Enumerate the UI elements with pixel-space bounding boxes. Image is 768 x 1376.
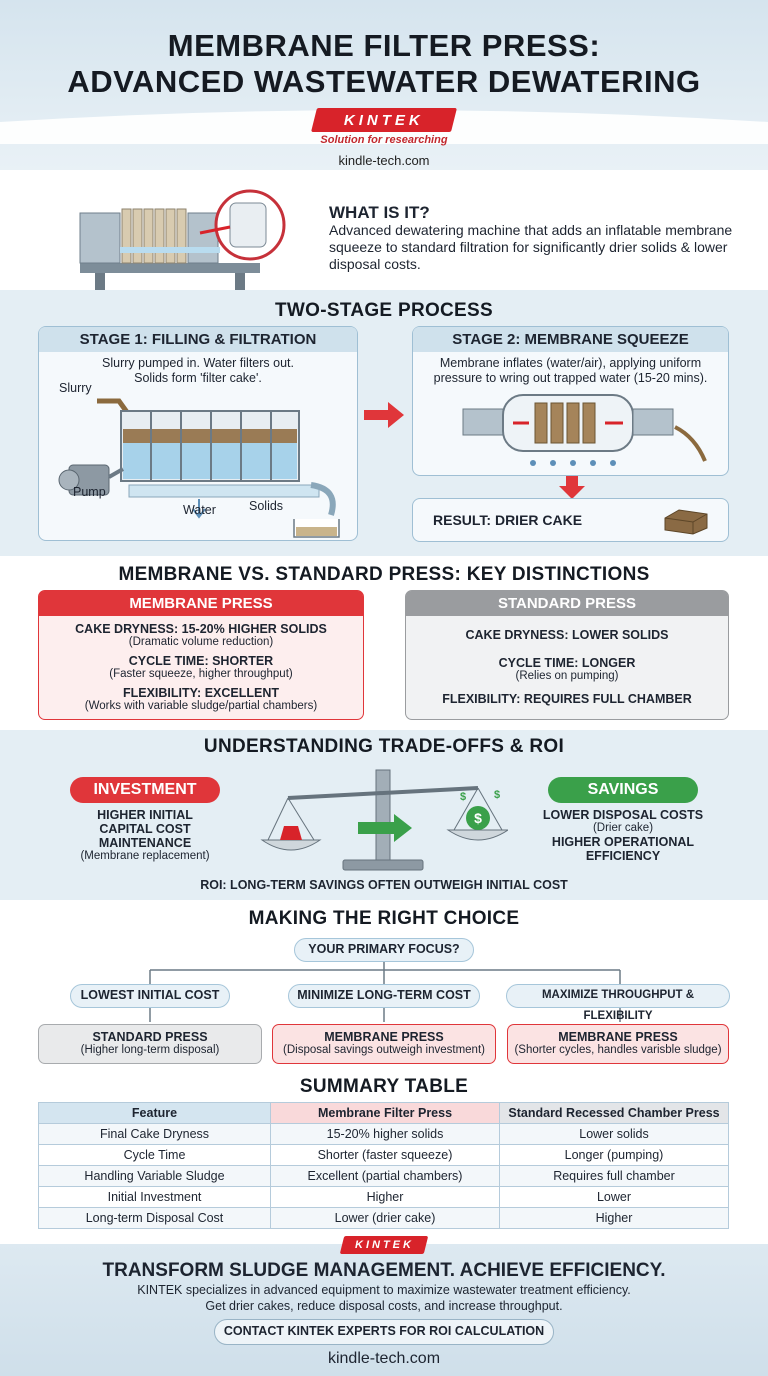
site-link-top[interactable]: kindle-tech.com [338, 153, 430, 168]
tradeoffs-title: UNDERSTANDING TRADE-OFFS & ROI [203, 736, 565, 757]
stage-1-title: STAGE 1: FILLING & FILTRATION [39, 327, 357, 352]
svg-text:$: $ [474, 810, 482, 826]
investment-details: HIGHER INITIAL CAPITAL COST MAINTENANCE … [80, 808, 210, 862]
pump-label: Pump [73, 485, 106, 499]
two-stage-process-section: TWO-STAGE PROCESS STAGE 1: FILLING & FIL… [0, 290, 768, 556]
stage-2-card: STAGE 2: MEMBRANE SQUEEZE Membrane infla… [412, 326, 729, 476]
stage-1-card: STAGE 1: FILLING & FILTRATION Slurry pum… [38, 326, 358, 541]
investment-badge: INVESTMENT [70, 777, 220, 803]
svg-text:$: $ [494, 789, 500, 801]
table-header: Membrane Filter Press [270, 1102, 500, 1124]
option-lowest-initial-cost[interactable]: LOWEST INITIAL COST [70, 984, 230, 1008]
distinctions-title: MEMBRANE VS. STANDARD PRESS: KEY DISTINC… [118, 564, 650, 585]
right-choice-section: MAKING THE RIGHT CHOICE YOUR PRIMARY FOC… [0, 902, 768, 1070]
option-minimize-long-term-cost[interactable]: MINIMIZE LONG-TERM COST [288, 984, 480, 1008]
footer: KINTEK TRANSFORM SLUDGE MANAGEMENT. ACHI… [0, 1236, 768, 1376]
title-line-1: MEMBRANE FILTER PRESS: [167, 28, 601, 63]
membrane-press-title: MEMBRANE PRESS [39, 591, 363, 616]
summary-table-section: SUMMARY TABLE Feature Membrane Filter Pr… [0, 1072, 768, 1242]
decision-tree-lines [149, 960, 621, 1022]
slurry-label: Slurry [59, 381, 92, 395]
header: MEMBRANE FILTER PRESS: ADVANCED WASTEWAT… [0, 0, 768, 170]
stage-1-diagram [58, 398, 340, 538]
key-distinctions-section: MEMBRANE VS. STANDARD PRESS: KEY DISTINC… [0, 558, 768, 728]
table-title: SUMMARY TABLE [299, 1076, 469, 1097]
savings-details: LOWER DISPOSAL COSTS (Drier cake) HIGHER… [542, 808, 704, 863]
footer-headline: TRANSFORM SLUDGE MANAGEMENT. ACHIEVE EFF… [102, 1260, 666, 1281]
tagline: Solution for researching [320, 134, 448, 146]
stage-2-diagram [462, 394, 707, 466]
process-title: TWO-STAGE PROCESS [275, 300, 493, 321]
table-cell: Final Cake Dryness [38, 1123, 271, 1145]
contact-experts-button[interactable]: CONTACT KINTEK EXPERTS FOR ROI CALCULATI… [214, 1319, 554, 1345]
stage-arrow-icon [364, 402, 404, 428]
result-label: RESULT: DRIER CAKE [433, 512, 583, 528]
table-cell: Handling Variable Sludge [38, 1165, 271, 1187]
option-maximize-throughput[interactable]: MAXIMIZE THROUGHPUT & FLEXIBILITY [506, 984, 730, 1022]
title-line-2: ADVANCED WASTEWATER DEWATERING [67, 64, 701, 99]
standard-row: FLEXIBILITY: REQUIRES FULL CHAMBER [442, 692, 692, 706]
filter-press-illustration [79, 189, 286, 297]
stage-2-title: STAGE 2: MEMBRANE SQUEEZE [413, 327, 728, 352]
stage-2-text-1: Membrane inflates (water/air), applying … [439, 356, 702, 370]
table-header: Standard Recessed Chamber Press [499, 1102, 729, 1124]
membrane-row: CYCLE TIME: SHORTER(Faster squeeze, high… [109, 654, 293, 680]
kintek-logo-footer[interactable]: KINTEK [339, 1236, 429, 1254]
table-cell: Requires full chamber [499, 1165, 729, 1187]
table-cell: Long-term Disposal Cost [38, 1207, 271, 1229]
solids-label: Solids [249, 499, 284, 513]
cake-icon [664, 509, 708, 535]
standard-press-title: STANDARD PRESS [406, 591, 728, 616]
summary-table: Feature Membrane Filter Press Standard R… [38, 1102, 729, 1229]
table-cell: Higher [499, 1207, 729, 1229]
standard-row: CYCLE TIME: LONGER(Relies on pumping) [498, 656, 636, 682]
page-title: MEMBRANE FILTER PRESS: ADVANCED WASTEWAT… [0, 0, 768, 100]
result-arrow-icon [559, 476, 585, 499]
membrane-row: CAKE DRYNESS: 15-20% HIGHER SOLIDS(Drama… [75, 622, 327, 648]
result-standard-press: STANDARD PRESS(Higher long-term disposal… [38, 1024, 262, 1064]
stage-2-text-2: pressure to wring out trapped water (15-… [433, 371, 708, 385]
result-box: RESULT: DRIER CAKE [412, 498, 729, 542]
site-link-bottom[interactable]: kindle-tech.com [327, 1350, 441, 1367]
table-cell: 15-20% higher solids [270, 1123, 500, 1145]
table-header: Feature [38, 1102, 271, 1124]
membrane-row: FLEXIBILITY: EXCELLENT(Works with variab… [84, 686, 318, 712]
table-cell: Longer (pumping) [499, 1144, 729, 1166]
choice-title: MAKING THE RIGHT CHOICE [248, 908, 520, 929]
table-header-row: Feature Membrane Filter Press Standard R… [38, 1102, 729, 1124]
table-cell: Lower [499, 1186, 729, 1208]
what-is-it-section: WHAT IS IT? Advanced dewatering machine … [0, 175, 768, 297]
stage-1-text-1: Slurry pumped in. Water filters out. [102, 356, 294, 370]
kintek-logo[interactable]: KINTEK [311, 108, 457, 132]
table-cell: Cycle Time [38, 1144, 271, 1166]
table-cell: Excellent (partial chambers) [270, 1165, 500, 1187]
standard-press-card: STANDARD PRESS CAKE DRYNESS: LOWER SOLID… [405, 590, 729, 720]
table-cell: Lower (drier cake) [270, 1207, 500, 1229]
stage-1-text-2: Solids form 'filter cake'. [134, 371, 262, 385]
tradeoffs-section: UNDERSTANDING TRADE-OFFS & ROI INVESTMEN… [0, 730, 768, 900]
table-cell: Initial Investment [38, 1186, 271, 1208]
water-label: Water [183, 503, 216, 517]
table-cell: Higher [270, 1186, 500, 1208]
savings-badge: SAVINGS [548, 777, 698, 803]
svg-text:$: $ [460, 791, 466, 803]
table-cell: Lower solids [499, 1123, 729, 1145]
standard-row: CAKE DRYNESS: LOWER SOLIDS [465, 628, 669, 642]
primary-focus-node: YOUR PRIMARY FOCUS? [294, 938, 474, 962]
result-membrane-press: MEMBRANE PRESS(Disposal savings outweigh… [272, 1024, 496, 1064]
membrane-press-card: MEMBRANE PRESS CAKE DRYNESS: 15-20% HIGH… [38, 590, 364, 720]
footer-text-2: Get drier cakes, reduce disposal costs, … [205, 1299, 563, 1313]
result-membrane-press: MEMBRANE PRESS(Shorter cycles, handles v… [507, 1024, 729, 1064]
roi-statement: ROI: LONG-TERM SAVINGS OFTEN OUTWEIGH IN… [200, 878, 568, 892]
what-description: Advanced dewatering machine that adds an… [329, 222, 733, 272]
table-cell: Shorter (faster squeeze) [270, 1144, 500, 1166]
footer-text-1: KINTEK specializes in advanced equipment… [137, 1283, 631, 1297]
what-heading: WHAT IS IT? [329, 203, 430, 222]
balance-scale-icon: $ $ $ [260, 769, 508, 871]
